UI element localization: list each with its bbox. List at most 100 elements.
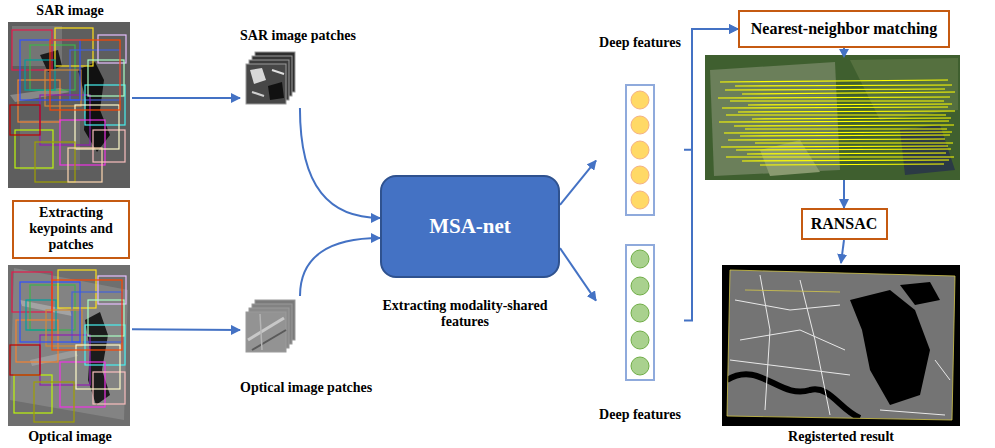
feature-vector-top <box>626 85 654 215</box>
sar-image-part <box>40 50 62 72</box>
process-box: Extracting keypoints and patches <box>12 200 130 259</box>
sar-image-part-part <box>88 60 124 96</box>
flow-arrow <box>841 240 844 263</box>
matching-image-part-part <box>745 128 947 129</box>
sar-image-part-part <box>12 30 52 70</box>
matching-image <box>705 49 960 180</box>
image-panel: Optical image <box>8 263 132 445</box>
sar-image-part-part <box>50 40 120 110</box>
optical-image-part-part <box>10 345 40 375</box>
node-text: Extracting keypoints and patches <box>19 205 123 253</box>
flow-arrow <box>132 97 240 99</box>
step-caption: Extracting modality-shared features <box>370 298 560 330</box>
feature-vector-bottom-part <box>626 245 654 380</box>
optical-image-part-part <box>14 375 52 413</box>
node-text: Deep features <box>599 407 681 423</box>
feature-vector-bottom-part <box>631 357 649 375</box>
registered-image-part-part <box>745 290 840 292</box>
matching-image-part-part <box>755 142 953 143</box>
matching-image-part-part <box>752 118 951 119</box>
sar-patch-stack-part <box>252 92 264 96</box>
feature-vector-bottom-part <box>631 250 649 268</box>
flow-arrow <box>300 238 380 296</box>
flow-arrow <box>560 161 596 205</box>
sar-image-part-part <box>93 130 125 162</box>
matching-image-part-part <box>722 107 948 108</box>
sar-image-part-part <box>18 80 60 122</box>
network-box: MSA-net <box>380 175 560 278</box>
optical-image-part-part <box>12 272 52 312</box>
sar-image-part-part <box>98 35 126 63</box>
optical-patch-stack <box>246 300 295 352</box>
optical-image-part-part <box>34 382 74 422</box>
image-panel: Registerted result <box>720 263 962 445</box>
optical-image-part <box>10 270 126 422</box>
sar-patch-stack <box>246 52 295 104</box>
registered-image-part <box>730 275 950 415</box>
matching-image-part-part <box>747 153 946 154</box>
matching-image-part <box>760 140 820 176</box>
registered-image-part <box>727 270 955 420</box>
node-text: RANSAC <box>811 215 878 233</box>
matching-image-part-part <box>728 139 945 140</box>
node-text: SAR image patches <box>240 28 356 44</box>
sar-image-part-part <box>75 105 119 149</box>
sar-image-part <box>8 22 130 188</box>
sar-image-part <box>10 28 126 182</box>
sar-image-part-part <box>68 148 102 182</box>
registered-image-part-part <box>935 360 950 380</box>
matching-image-part-part <box>760 164 944 165</box>
node-text: Optical image <box>28 429 112 445</box>
matching-image-part-part <box>734 125 954 126</box>
matching-image-part-part <box>748 104 952 105</box>
registered-image-part-part <box>740 330 845 350</box>
optical-image <box>8 265 130 426</box>
sar-image-part-part <box>15 130 53 168</box>
feature-vector-bottom-part <box>631 304 649 322</box>
matching-image-part-part <box>721 146 948 147</box>
registered-image-part-part <box>880 410 945 415</box>
optical-patch-stack-part <box>252 330 286 350</box>
node-text: Deep features <box>599 35 681 51</box>
node-text: Registerted result <box>788 429 894 445</box>
matching-image-part-part <box>725 89 945 90</box>
optical-image-part <box>8 265 130 426</box>
matching-image-part-part <box>730 100 944 101</box>
registered-image-part-part <box>735 300 840 310</box>
optical-image-part-part <box>20 282 80 342</box>
sar-image-part-part <box>10 105 40 135</box>
registered-image-part-part <box>800 280 830 415</box>
feature-vector-bottom-part <box>631 331 649 349</box>
optical-image-part <box>10 268 128 420</box>
optical-patch-stack-part <box>260 314 262 350</box>
node-text: Optical image patches <box>240 380 372 396</box>
registered-image-part <box>727 270 955 420</box>
matching-image-part-part <box>726 156 954 157</box>
optical-image-part-part <box>60 362 105 407</box>
registered-image <box>722 265 960 426</box>
matching-image-part-part <box>742 160 949 161</box>
sar-image-part-part <box>55 28 93 66</box>
registered-image-part <box>727 374 860 418</box>
sar-patch-stack-part <box>250 68 266 84</box>
registered-image-part <box>850 290 930 405</box>
matching-image-part <box>705 55 960 180</box>
optical-patch-stack-part <box>248 318 284 340</box>
optical-patch-stack-part <box>246 312 286 352</box>
patch-stack: Optical image patches <box>240 296 400 396</box>
patch-stack: SAR image patches <box>240 28 375 108</box>
feature-vector-top-part <box>631 191 649 209</box>
process-box: RANSAC <box>801 208 888 240</box>
sar-patch-stack-part <box>272 70 284 74</box>
registered-image-part <box>722 265 960 426</box>
feature-vector-top-part <box>631 141 649 159</box>
matching-image-part-part <box>738 111 955 112</box>
feature-vector-bottom-part <box>631 277 649 295</box>
feature-vector-top-part <box>631 91 649 109</box>
registered-image-part <box>900 282 940 305</box>
matching-image-part <box>718 80 955 165</box>
registered-image-part-part <box>727 270 955 420</box>
process-box: Nearest-neighbor matching <box>738 10 950 48</box>
matching-image-part-part <box>720 80 948 82</box>
